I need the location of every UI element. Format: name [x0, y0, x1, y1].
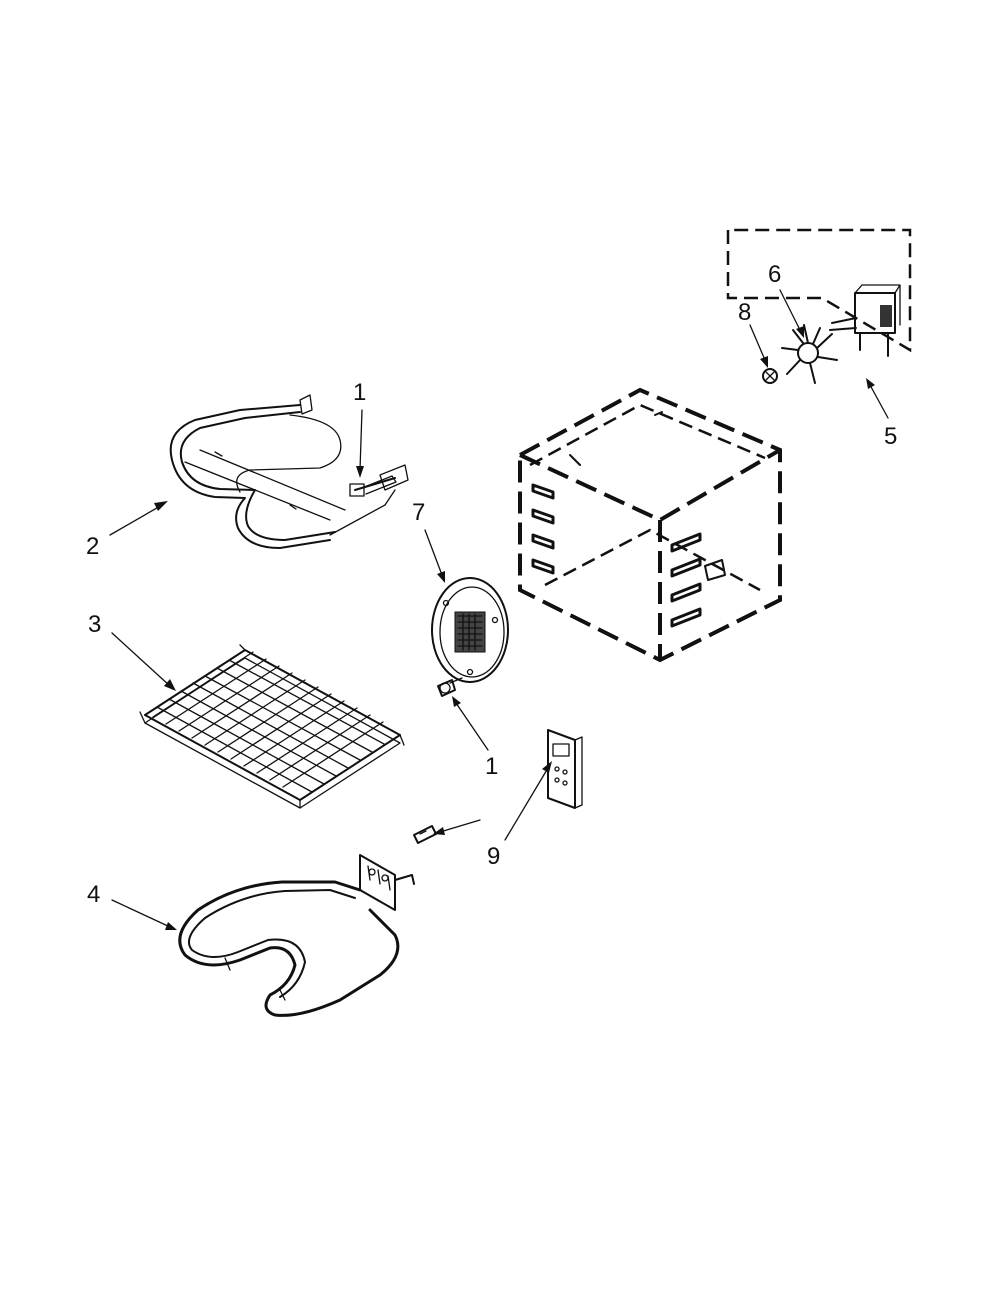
cavity-rack-slots	[531, 411, 726, 628]
callout-9: 9	[487, 843, 500, 870]
terminal-pin	[413, 825, 437, 844]
oven-rack	[139, 644, 405, 809]
callout-2: 2	[86, 533, 99, 560]
arrowhead-3	[164, 679, 176, 691]
callout-labels: 1 2 3 7 1 4 9 6 8 5	[86, 261, 897, 908]
fan-blade	[781, 324, 838, 384]
callout-1-mid: 1	[485, 753, 498, 780]
arrowhead-1-top	[356, 466, 364, 478]
leader-4	[111, 899, 171, 928]
callout-5: 5	[884, 423, 897, 450]
callout-8: 8	[738, 299, 751, 326]
arrowhead-5	[866, 378, 875, 389]
fan-nut	[762, 368, 778, 384]
arrowhead-6	[796, 326, 804, 338]
arrowhead-1-mid	[452, 696, 461, 707]
oven-cavity	[518, 387, 782, 663]
bake-element	[178, 854, 415, 1017]
arrowhead-4	[165, 922, 177, 930]
leader-lines	[109, 289, 889, 930]
fan-cover	[431, 577, 509, 683]
callout-1-top: 1	[353, 379, 366, 406]
arrowhead-7	[437, 571, 445, 583]
leader-5	[869, 384, 889, 419]
convection-fan-assembly	[726, 228, 912, 384]
callout-4: 4	[87, 881, 100, 908]
rack-wires	[152, 651, 385, 793]
callout-6: 6	[768, 261, 781, 288]
leader-2	[109, 504, 163, 536]
arrowhead-9	[542, 761, 552, 773]
leader-1-top	[359, 409, 363, 471]
leader-1-mid	[455, 702, 489, 751]
leader-9	[504, 767, 549, 841]
leader-7	[424, 529, 443, 576]
leader-1-bottom	[439, 819, 481, 833]
leader-3	[111, 632, 171, 687]
callout-3: 3	[88, 611, 101, 638]
sensor-probe-top	[349, 475, 397, 497]
broil-element	[169, 394, 409, 549]
arrowhead-8	[760, 356, 768, 368]
fan-motor	[829, 284, 901, 357]
arrowhead-2	[154, 501, 168, 511]
arrowhead-1-bottom	[433, 827, 445, 835]
bulb-holder-mid	[437, 677, 463, 697]
leader-6	[779, 289, 801, 331]
bake-element-bracket	[359, 854, 415, 911]
callout-7: 7	[412, 499, 425, 526]
control-panel	[547, 729, 583, 809]
leader-8	[749, 324, 766, 361]
